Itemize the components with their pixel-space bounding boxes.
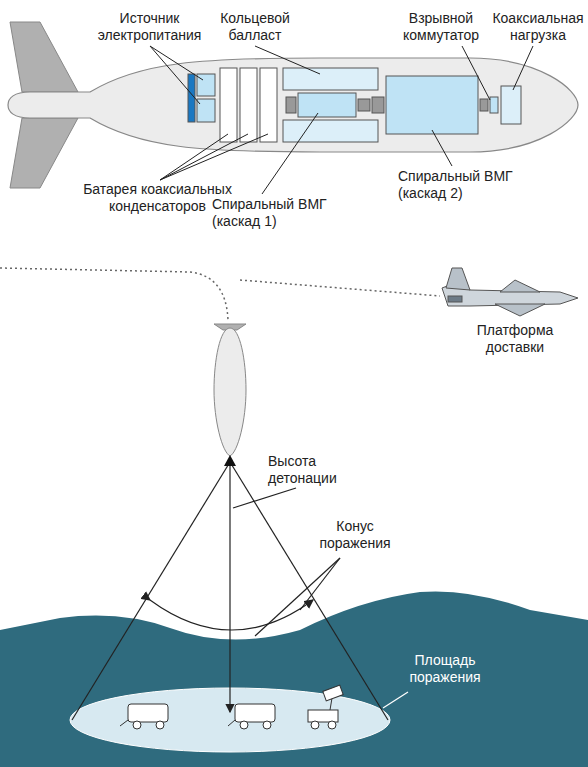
- capacitor: [220, 68, 237, 142]
- power-plate: [188, 74, 195, 122]
- power-source: [197, 99, 215, 122]
- generator-stage: [386, 76, 478, 134]
- callout-label: Конус поражения: [305, 518, 405, 552]
- explosive-switch: [490, 97, 498, 113]
- capacitor: [260, 68, 277, 142]
- ring-ballast: [283, 68, 378, 90]
- capacitor: [240, 68, 257, 142]
- callout-label: Спиральный ВМГ (каскад 2): [398, 168, 518, 202]
- tail-fin: [10, 118, 78, 188]
- callout-label: Источник электропитания: [92, 10, 207, 44]
- trajectory: [240, 280, 440, 296]
- callout-label: Площадь поражения: [395, 652, 495, 686]
- callout-label: Кольцевой балласт: [205, 10, 305, 44]
- generator-stage: [298, 93, 356, 117]
- vehicle: [120, 685, 343, 729]
- aircraft: [442, 268, 578, 316]
- callout-label: Коаксиальная нагрузка: [492, 10, 584, 44]
- callout-label: Спиральный ВМГ (каскад 1): [212, 196, 332, 230]
- damage-cone: [72, 462, 408, 720]
- callout-label: Взрывной коммутатор: [396, 10, 486, 44]
- falling-bomb: [214, 324, 246, 456]
- trajectory: [0, 268, 228, 320]
- callout-label: Платформа доставки: [460, 322, 570, 356]
- terrain: [0, 591, 588, 767]
- connector: [286, 97, 296, 113]
- tail-fin: [10, 22, 78, 92]
- explosive-switch: [480, 99, 488, 111]
- coaxial-load: [501, 86, 521, 124]
- ring-ballast: [283, 120, 378, 142]
- connector: [358, 99, 370, 111]
- connector: [372, 97, 384, 113]
- bomb-body: [8, 58, 578, 152]
- detonation-point: [224, 455, 236, 466]
- callout-label: Высота детонации: [268, 453, 368, 487]
